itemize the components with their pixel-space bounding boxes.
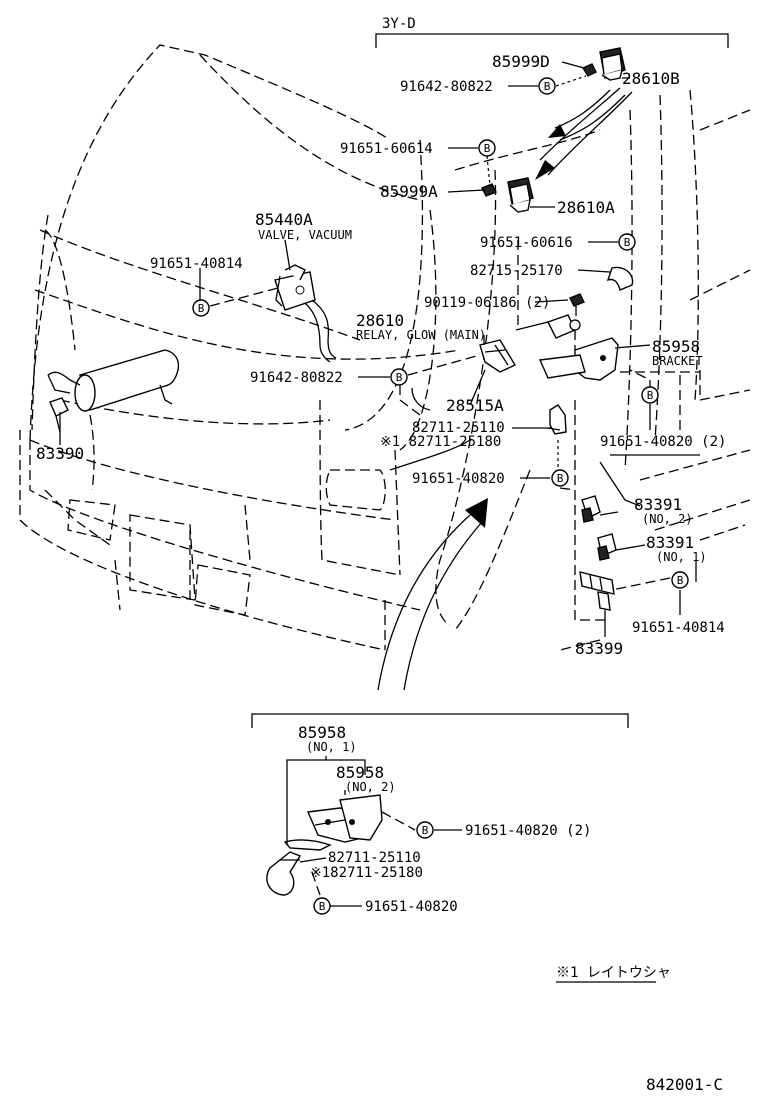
indicator-arrows bbox=[535, 87, 633, 180]
inset-label-85958-no1-desc: (NO, 1) bbox=[306, 740, 357, 754]
inset-label-85958-no2: 85958 bbox=[336, 763, 384, 782]
label-82711-25110: 82711-25110 bbox=[412, 420, 505, 436]
glow-relay-bolt-part bbox=[547, 293, 585, 339]
label-91642-80822-mid: 91642-80822 bbox=[250, 370, 343, 386]
label-83391-no2: 83391 bbox=[634, 495, 682, 514]
label-90119-06186: 90119-06186 (2) bbox=[424, 295, 550, 311]
label-83391-no1-desc: (NO, 1) bbox=[656, 550, 707, 564]
label-85440a: 85440A bbox=[255, 210, 313, 229]
bolt-marker-40814-right: B bbox=[671, 571, 689, 589]
label-91651-40820-2: 91651-40820 (2) bbox=[600, 434, 726, 450]
leader-lines bbox=[59, 61, 700, 637]
label-28610b: 28610B bbox=[622, 69, 680, 88]
inset-label-82711-25180: ※182711-25180 bbox=[310, 865, 423, 881]
svg-text:B: B bbox=[422, 824, 429, 837]
clamp-82715-part bbox=[606, 266, 634, 291]
engine-code-label: 3Y-D bbox=[382, 16, 416, 32]
bolt-marker-60616: B bbox=[618, 233, 636, 251]
horn-83391-no2-part bbox=[581, 495, 601, 523]
label-85440a-desc: VALVE, VACUUM bbox=[258, 228, 352, 242]
svg-text:B: B bbox=[624, 236, 631, 249]
inset-bolt-marker-40820-2: B bbox=[416, 821, 434, 839]
relay-28610a-part bbox=[507, 177, 534, 213]
label-91651-40814-right: 91651-40814 bbox=[632, 620, 725, 636]
svg-text:B: B bbox=[544, 80, 551, 93]
svg-text:B: B bbox=[198, 302, 205, 315]
label-83391-no2-desc: (NO, 2) bbox=[642, 512, 693, 526]
label-28515a: 28515A bbox=[446, 396, 504, 415]
part-labels: 85999D 91642-80822 28610B 91651-60614 85… bbox=[36, 52, 726, 658]
bracket-85958-part bbox=[538, 337, 619, 381]
label-82711-25180: ※1 82711-25180 bbox=[380, 434, 501, 450]
bolt-marker-40820: B bbox=[551, 469, 569, 487]
label-91651-60614: 91651-60614 bbox=[340, 141, 433, 157]
svg-text:B: B bbox=[484, 142, 491, 155]
clamp-82711-part bbox=[547, 404, 567, 435]
label-91642-80822-top: 91642-80822 bbox=[400, 79, 493, 95]
svg-text:B: B bbox=[647, 389, 654, 402]
horn-83390-part bbox=[47, 349, 180, 433]
inset-pointer-arrow bbox=[377, 498, 488, 691]
inset-label-91651-40820-2: 91651-40820 (2) bbox=[465, 823, 591, 839]
inset-bolt-marker-40820: B bbox=[313, 897, 331, 915]
bolt-marker-40814-left: B bbox=[192, 299, 210, 317]
bolt-marker-80822-mid: B bbox=[390, 368, 408, 386]
label-28610: 28610 bbox=[356, 311, 404, 330]
vehicle-outline bbox=[19, 44, 751, 651]
label-83390: 83390 bbox=[36, 444, 84, 463]
label-83399: 83399 bbox=[575, 639, 623, 658]
label-28610-desc: RELAY, GLOW (MAIN) bbox=[356, 328, 486, 342]
vacuum-valve-part bbox=[274, 264, 337, 363]
label-85999d: 85999D bbox=[492, 52, 550, 71]
footnote-note: ※1 レイトウシャ bbox=[556, 965, 671, 981]
svg-text:B: B bbox=[396, 371, 403, 384]
relay-28610b-part bbox=[599, 47, 626, 81]
svg-text:B: B bbox=[677, 574, 684, 587]
svg-text:B: B bbox=[319, 900, 326, 913]
svg-text:B: B bbox=[557, 472, 564, 485]
inset-detail bbox=[251, 713, 629, 907]
bolt-marker-top: B bbox=[538, 77, 556, 95]
clip-85999d-part bbox=[581, 63, 597, 77]
label-85958: 85958 bbox=[652, 337, 700, 356]
inset-label-85958-no2-desc: (NO, 2) bbox=[345, 780, 396, 794]
clip-85999a-part bbox=[481, 183, 497, 197]
footnote: ※1 レイトウシャ bbox=[556, 965, 671, 983]
horn-83391-no1-part bbox=[597, 533, 617, 561]
label-83391-no1: 83391 bbox=[646, 533, 694, 552]
bolt-marker-40820-2: B bbox=[641, 386, 659, 404]
label-82715-25170: 82715-25170 bbox=[470, 263, 563, 279]
inset-label-91651-40820: 91651-40820 bbox=[365, 899, 458, 915]
inset-label-82711-25110: 82711-25110 bbox=[328, 850, 421, 866]
bracket-28515a-part bbox=[479, 339, 516, 373]
label-91651-60616: 91651-60616 bbox=[480, 235, 573, 251]
label-85999a: 85999A bbox=[380, 182, 438, 201]
engine-variant-bracket: 3Y-D bbox=[375, 16, 729, 48]
label-28610a: 28610A bbox=[557, 198, 615, 217]
label-85958-desc: BRACKET bbox=[652, 354, 703, 368]
label-91651-40820: 91651-40820 bbox=[412, 471, 505, 487]
bolt-marker-60614: B bbox=[478, 139, 496, 157]
label-91651-40814-left: 91651-40814 bbox=[150, 256, 243, 272]
inset-labels: 85958 (NO, 1) 85958 (NO, 2) 91651-40820 … bbox=[298, 723, 591, 915]
inset-label-85958-no1: 85958 bbox=[298, 723, 346, 742]
diagram-code: 842001-C bbox=[646, 1075, 723, 1094]
bracket-83399-part bbox=[579, 571, 615, 611]
